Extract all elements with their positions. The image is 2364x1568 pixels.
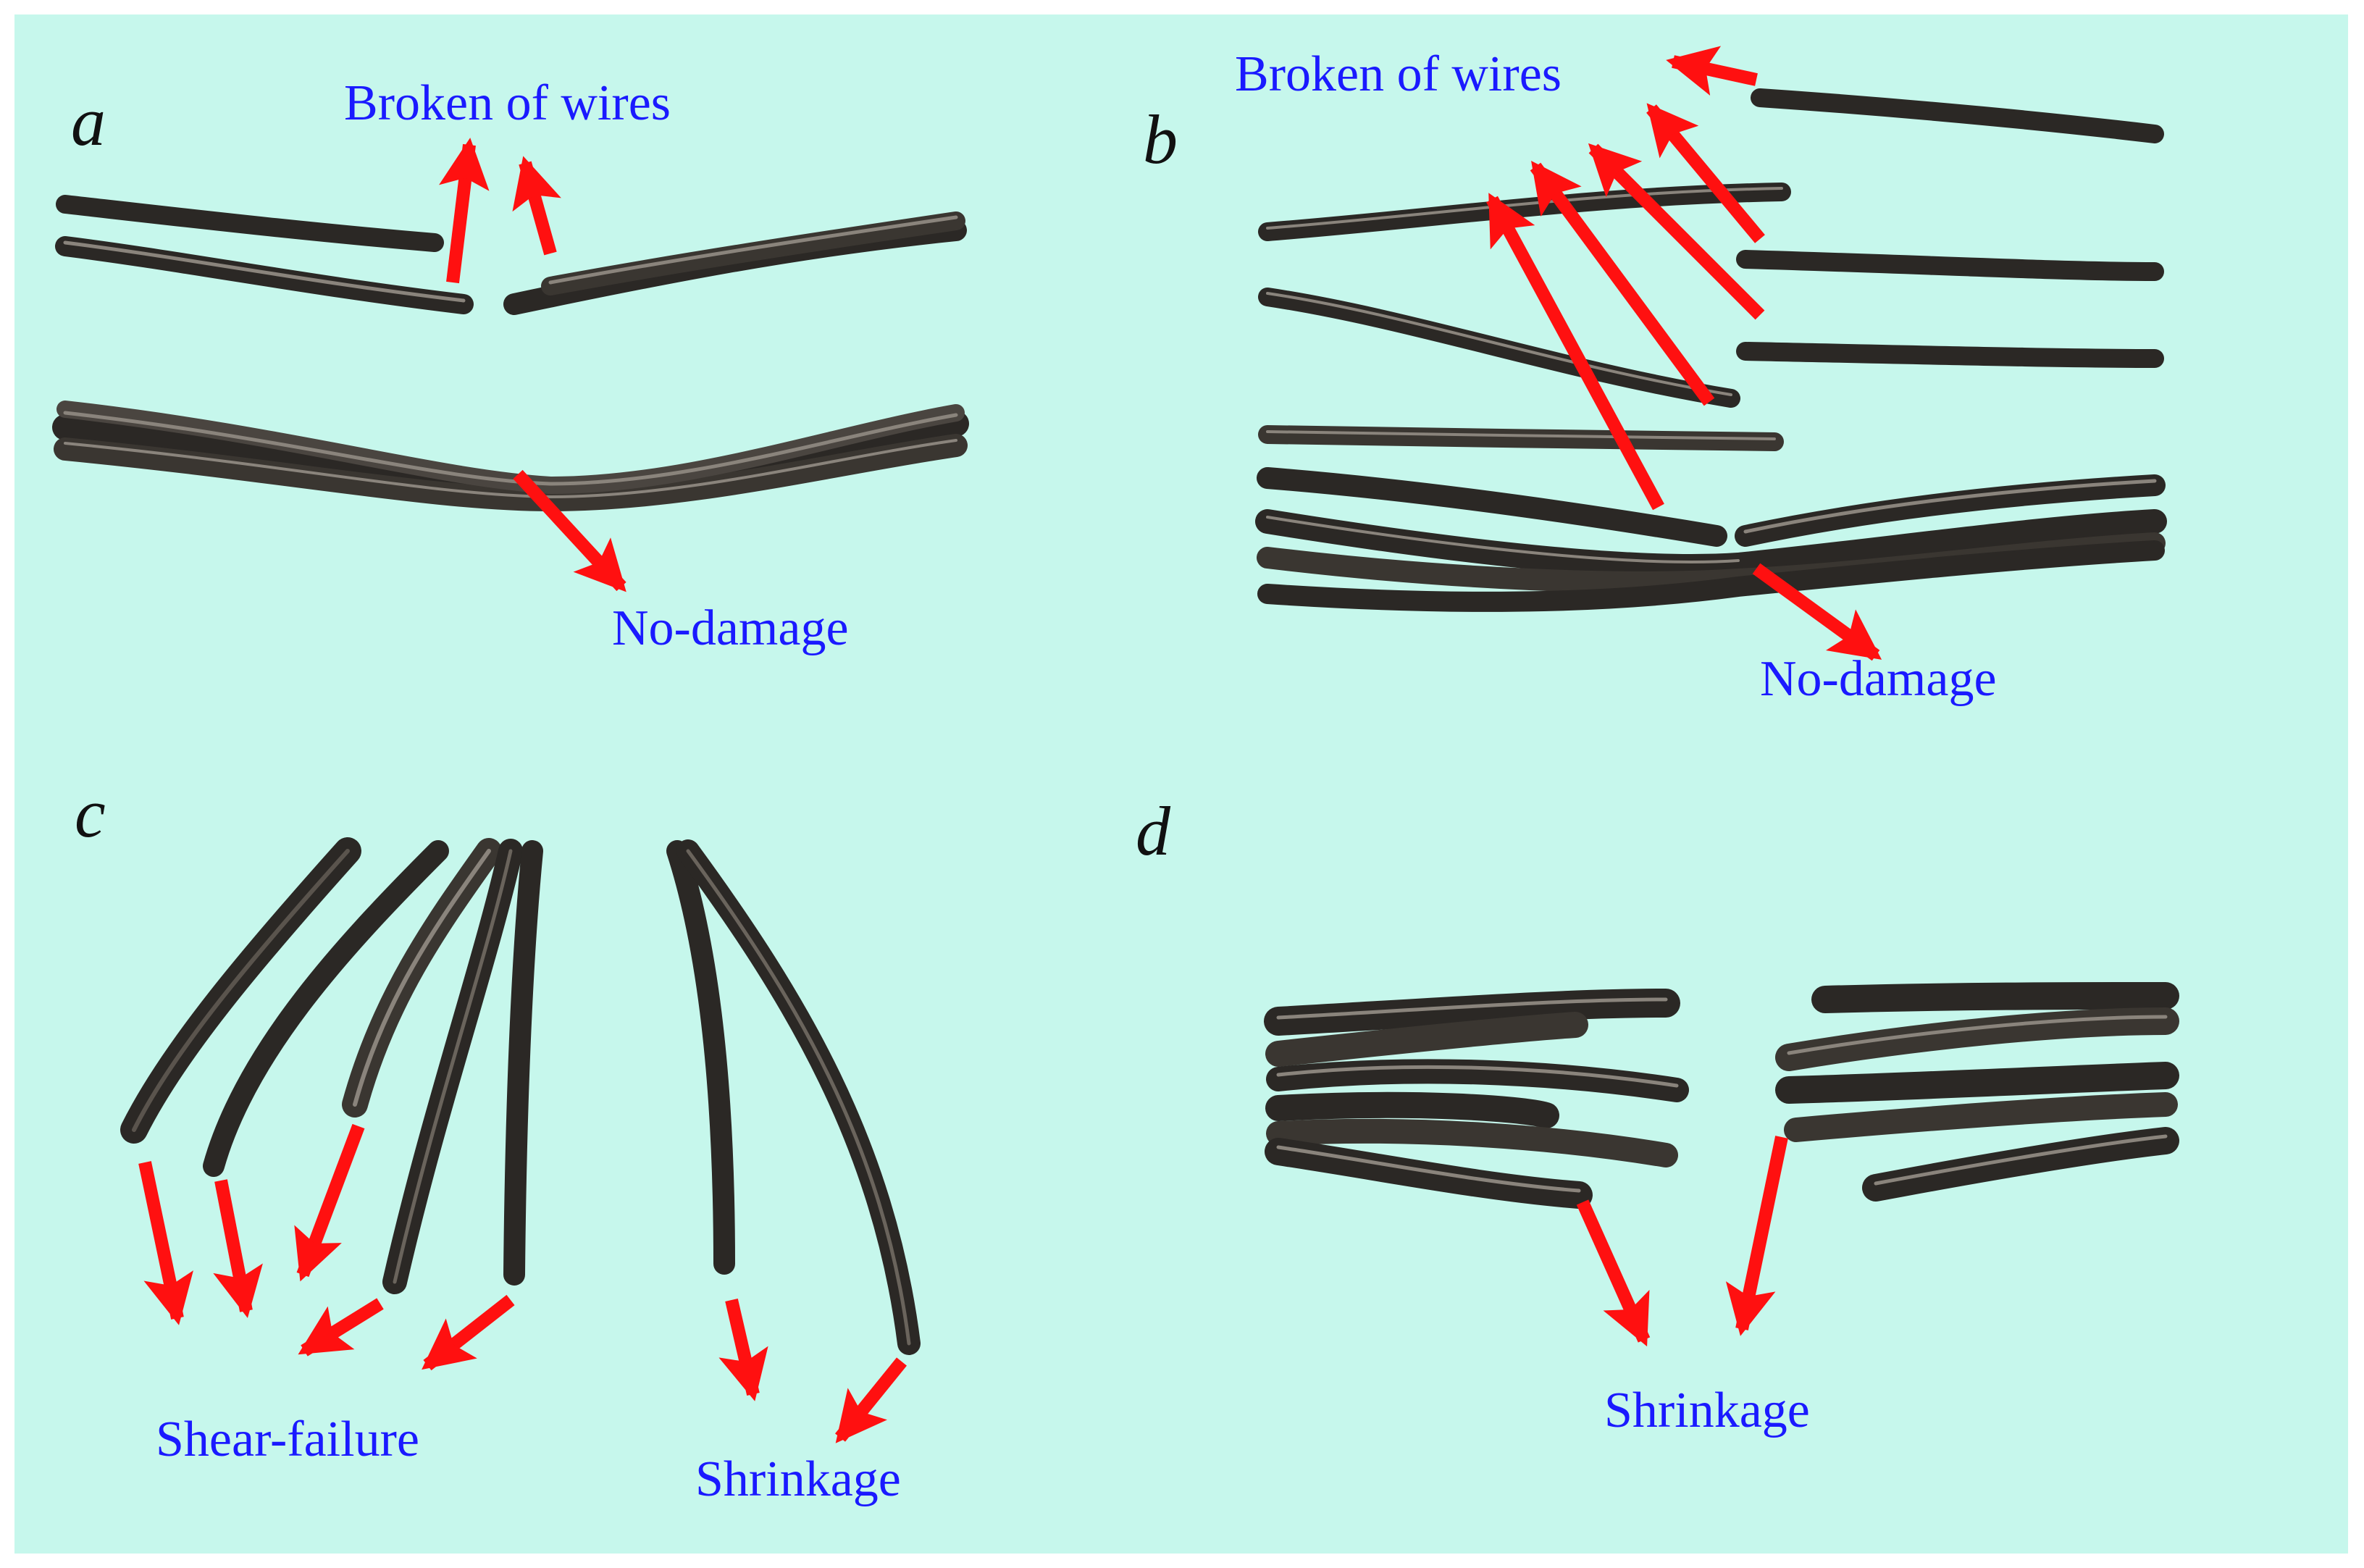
wire bbox=[1265, 1012, 1588, 1067]
arrow bbox=[835, 1357, 907, 1443]
arrow bbox=[1576, 1199, 1651, 1347]
arrow bbox=[718, 1298, 768, 1401]
wire bbox=[1266, 1118, 1678, 1167]
wire bbox=[1265, 1138, 1593, 1209]
wire bbox=[1255, 509, 2167, 579]
panel-d: d Shrinkage bbox=[1136, 792, 2179, 1438]
panel-a-broken-wires-label: Broken of wires bbox=[344, 75, 671, 131]
wire bbox=[203, 840, 449, 1177]
wire bbox=[1736, 250, 2164, 281]
arrow bbox=[513, 469, 626, 592]
panel-b-label: b bbox=[1143, 101, 1178, 178]
wire bbox=[1736, 342, 2164, 368]
arrow bbox=[512, 156, 561, 256]
panel-c-shear-failure-label: Shear-failure bbox=[156, 1412, 419, 1467]
panel-b-arrows bbox=[1486, 46, 1882, 661]
wire bbox=[1265, 1091, 1559, 1128]
panel-c-arrows bbox=[138, 1123, 907, 1443]
wire bbox=[666, 840, 735, 1275]
wire bbox=[1257, 467, 1727, 547]
arrow bbox=[1646, 103, 1765, 243]
wire bbox=[1751, 88, 2164, 143]
wire bbox=[1735, 474, 2166, 547]
arrow bbox=[213, 1179, 263, 1318]
panel-a-label: a bbox=[71, 83, 106, 160]
panel-c-shrinkage-label: Shrinkage bbox=[695, 1451, 901, 1507]
wire bbox=[1775, 1062, 2179, 1104]
arrow bbox=[294, 1123, 365, 1282]
panel-d-label: d bbox=[1136, 792, 1171, 870]
panel-b: b Broken of bbox=[1143, 46, 2167, 707]
arrow bbox=[1752, 563, 1882, 661]
arrow bbox=[1530, 160, 1715, 406]
wire bbox=[1257, 540, 2165, 612]
wire bbox=[541, 211, 965, 295]
arrow bbox=[439, 138, 490, 284]
arrow bbox=[1725, 1136, 1788, 1336]
panel-c-wires bbox=[120, 837, 921, 1355]
wire bbox=[56, 195, 444, 252]
wire bbox=[503, 840, 543, 1286]
panel-b-broken-wires-label: Broken of wires bbox=[1235, 46, 1562, 102]
arrow bbox=[422, 1294, 515, 1371]
panel-d-shrinkage-label: Shrinkage bbox=[1604, 1383, 1810, 1438]
wire bbox=[55, 236, 474, 314]
wire bbox=[1775, 1007, 2179, 1071]
arrow bbox=[1666, 46, 1758, 96]
wire bbox=[1811, 982, 2179, 1013]
wire bbox=[1258, 425, 1784, 451]
arrow bbox=[1588, 143, 1765, 320]
wire bbox=[1784, 1092, 2178, 1142]
panel-c: c Shear-failure Shrinkage bbox=[75, 774, 921, 1507]
panel-a-no-damage-label: No-damage bbox=[612, 600, 849, 656]
panel-d-wires bbox=[1264, 982, 2179, 1209]
wire bbox=[1264, 989, 1680, 1036]
panel-b-no-damage-label: No-damage bbox=[1760, 651, 1997, 707]
arrow bbox=[298, 1298, 384, 1357]
panel-a: a Broken of wires No-damage bbox=[52, 75, 969, 656]
wire bbox=[1862, 1127, 2179, 1202]
wire bbox=[1258, 288, 1740, 408]
wire bbox=[1266, 1059, 1689, 1102]
panel-d-arrows bbox=[1576, 1136, 1788, 1347]
panel-a-arrows bbox=[439, 138, 626, 592]
arrow bbox=[1486, 193, 1664, 511]
panel-c-label: c bbox=[75, 774, 106, 852]
arrow bbox=[138, 1161, 193, 1325]
